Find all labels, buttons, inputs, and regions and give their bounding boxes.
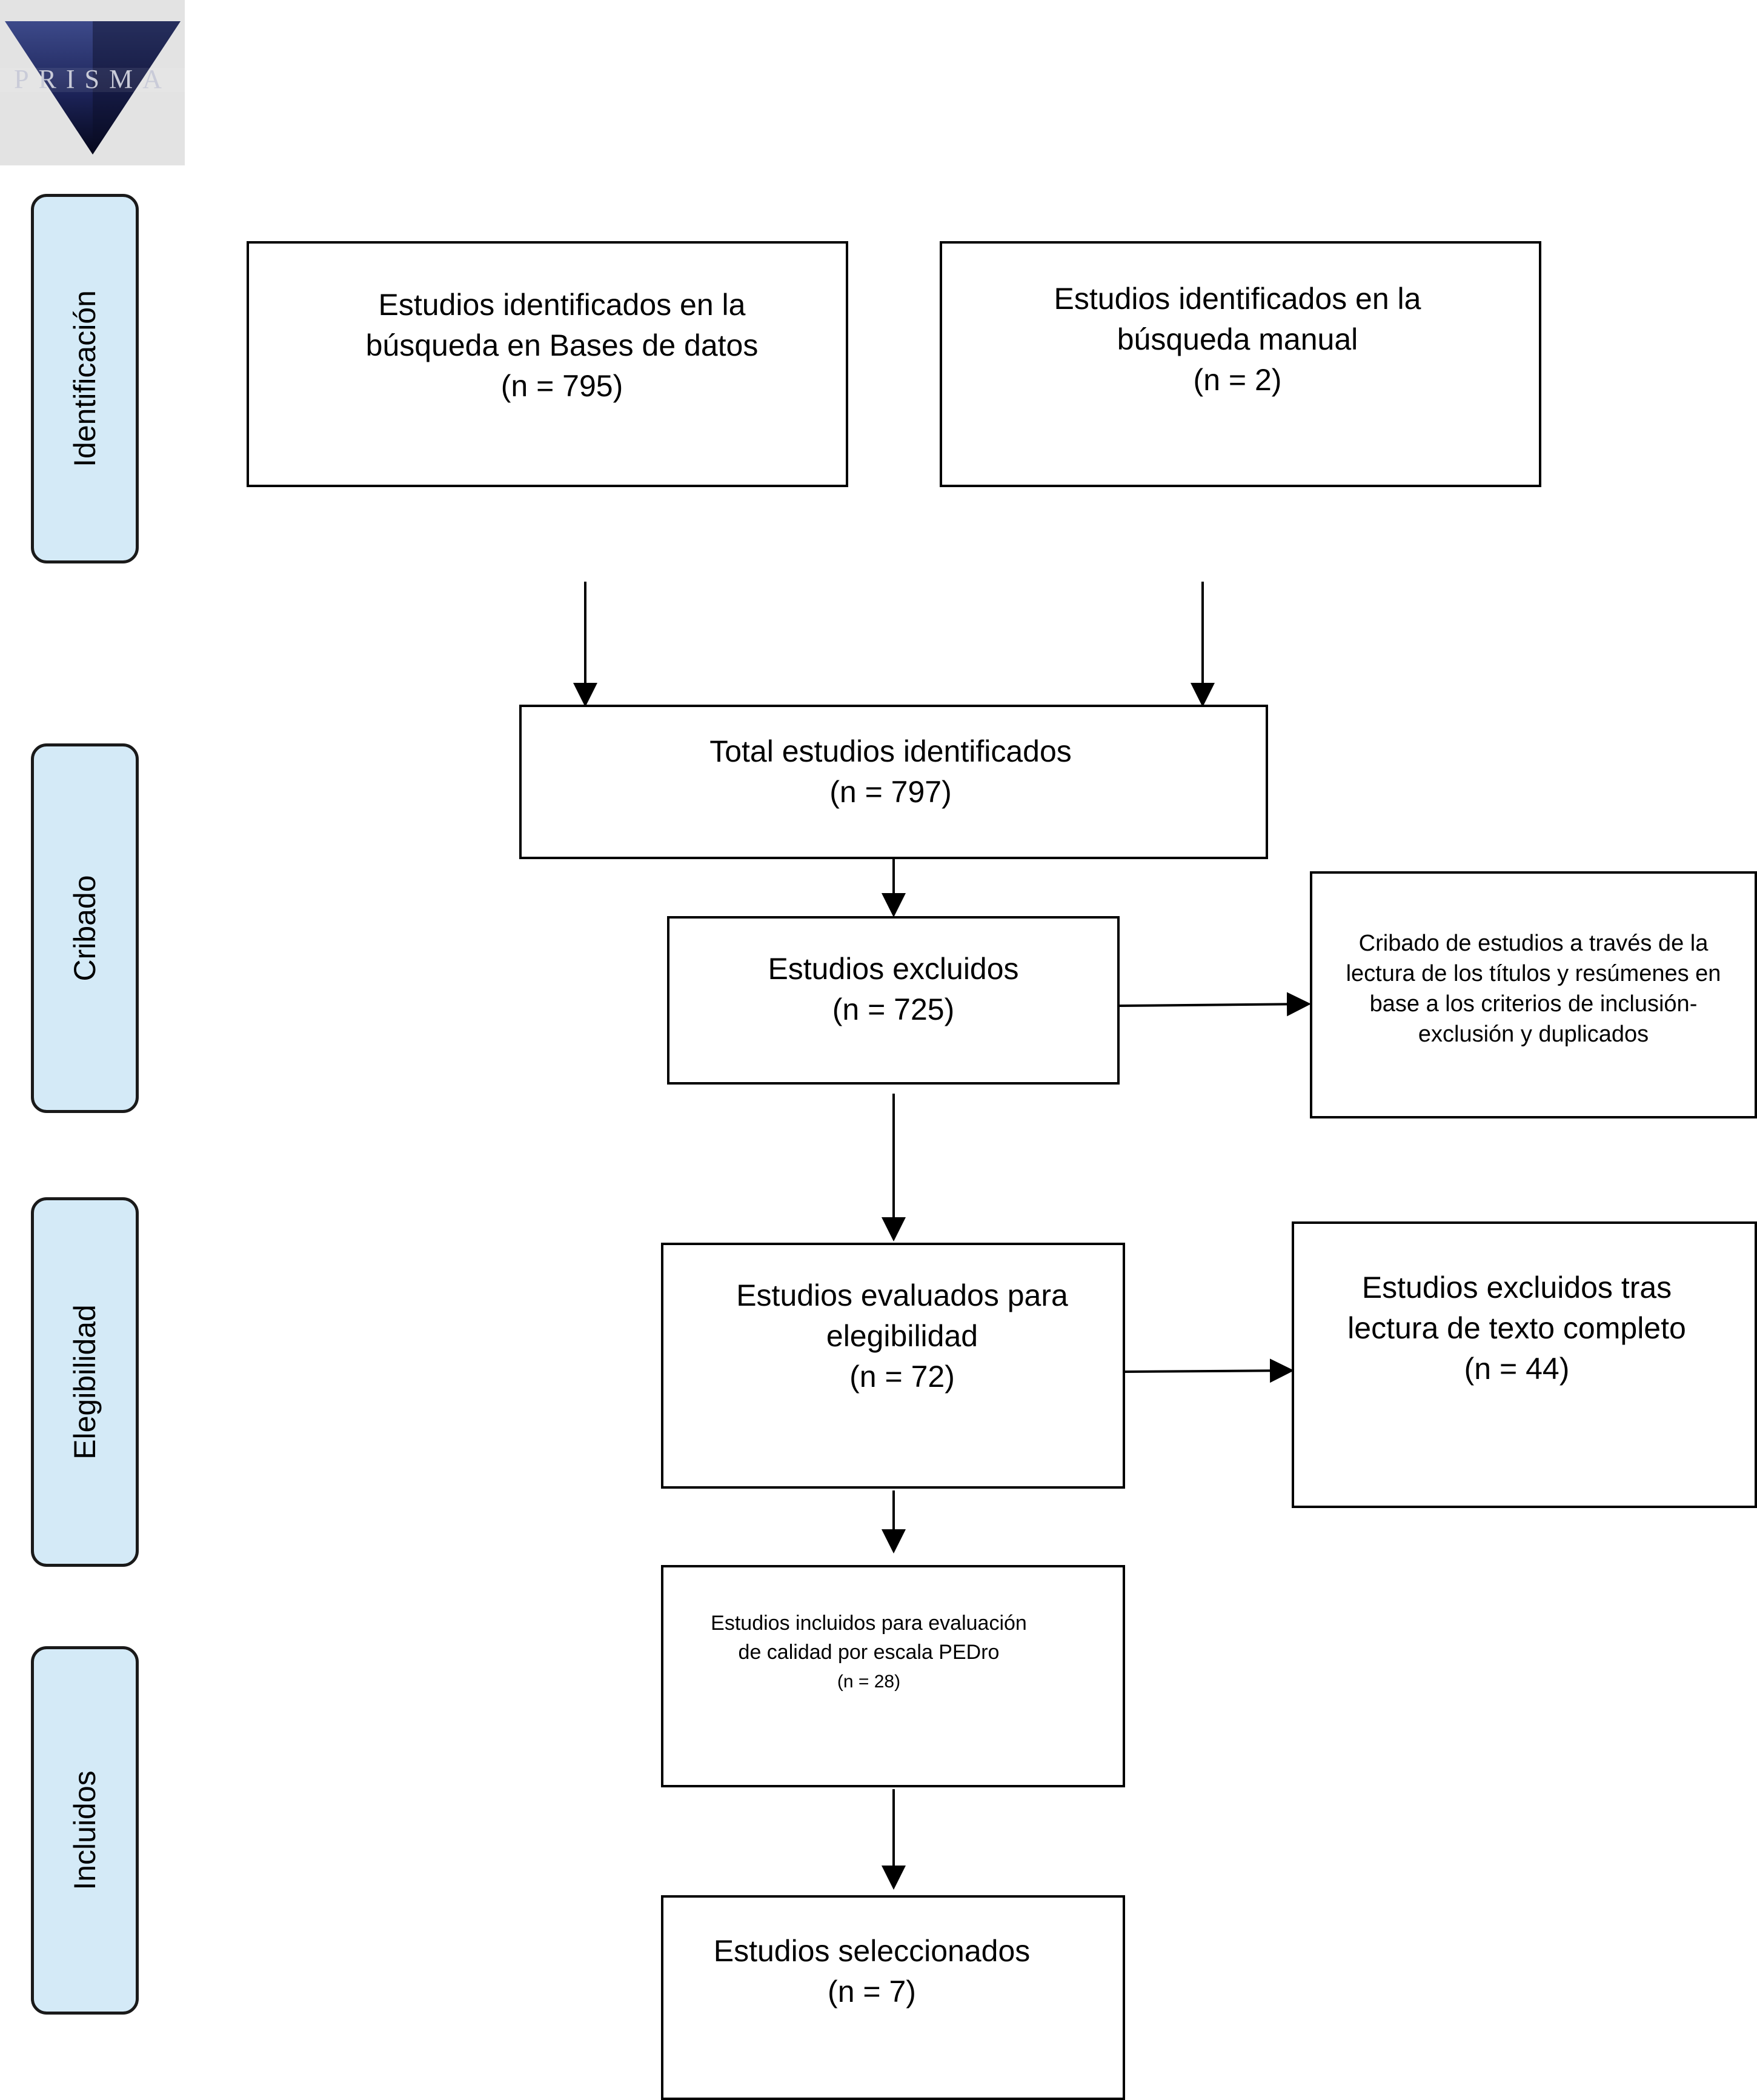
box-count: (n = 797)	[829, 775, 952, 809]
box-text: Estudios seleccionados (n = 7)	[663, 1931, 1123, 2012]
stage-elegibilidad: Elegibilidad	[31, 1197, 139, 1567]
arrow-eligibility-to-fulltext	[1124, 1358, 1294, 1383]
box-text: Estudios identificados en la búsqueda ma…	[942, 279, 1539, 400]
stage-cribado: Cribado	[31, 743, 139, 1113]
box-line: lectura de texto completo	[1347, 1311, 1686, 1345]
box-line: Estudios excluidos	[768, 952, 1019, 986]
prisma-logo-graphic: PRISMA	[0, 0, 185, 165]
box-count: (n = 72)	[849, 1360, 955, 1394]
box-line: Cribado de estudios a través de la	[1358, 931, 1709, 956]
box-database-search: Estudios identificados en la búsqueda en…	[247, 241, 848, 487]
box-text: Estudios incluidos para evaluación de ca…	[663, 1609, 1123, 1697]
box-screening-note: Cribado de estudios a través de la lectu…	[1310, 871, 1757, 1118]
box-fulltext-excluded: Estudios excluidos tras lectura de texto…	[1292, 1221, 1757, 1508]
box-count: (n = 7)	[828, 1975, 916, 2009]
box-count: (n = 795)	[500, 369, 623, 403]
stage-incluidos: Incluidos	[31, 1646, 139, 2015]
box-text: Estudios excluidos (n = 725)	[669, 949, 1117, 1030]
logo-text: PRISMA	[14, 64, 171, 94]
box-text: Estudios evaluados para elegibilidad (n …	[663, 1275, 1123, 1397]
box-line: búsqueda manual	[1117, 322, 1358, 356]
box-count: (n = 44)	[1464, 1352, 1570, 1386]
box-pedro-evaluation: Estudios incluidos para evaluación de ca…	[661, 1565, 1125, 1787]
box-text: Estudios excluidos tras lectura de texto…	[1294, 1268, 1755, 1389]
box-line: Estudios identificados en la	[378, 288, 746, 322]
box-line: Estudios incluidos para evaluación	[711, 1612, 1027, 1635]
box-line: Total estudios identificados	[709, 734, 1072, 768]
box-line: búsqueda en Bases de datos	[365, 328, 759, 362]
box-line: exclusión y duplicados	[1418, 1022, 1649, 1047]
box-text: Total estudios identificados (n = 797)	[522, 731, 1266, 812]
box-excluded: Estudios excluidos (n = 725)	[667, 916, 1120, 1085]
box-eligibility: Estudios evaluados para elegibilidad (n …	[661, 1243, 1125, 1489]
box-line: Estudios seleccionados	[713, 1934, 1031, 1968]
prisma-logo: PRISMA	[0, 0, 185, 165]
box-text: Estudios identificados en la búsqueda en…	[249, 285, 846, 407]
box-manual-search: Estudios identificados en la búsqueda ma…	[940, 241, 1541, 487]
box-line: Estudios identificados en la	[1054, 282, 1421, 316]
box-line: elegibilidad	[826, 1319, 978, 1353]
arrow-excluded-to-note	[1119, 992, 1311, 1017]
box-line: de calidad por escala PEDro	[738, 1641, 1000, 1664]
box-count: (n = 28)	[837, 1672, 901, 1692]
box-line: base a los criterios de inclusión-	[1369, 991, 1698, 1017]
stage-identificacion: Identificación	[31, 194, 139, 563]
box-selected: Estudios seleccionados (n = 7)	[661, 1895, 1125, 2100]
box-total-identified: Total estudios identificados (n = 797)	[519, 705, 1268, 859]
box-count: (n = 725)	[832, 992, 955, 1026]
box-count: (n = 2)	[1193, 363, 1282, 397]
box-text: Cribado de estudios a través de la lectu…	[1312, 928, 1755, 1049]
box-line: Estudios excluidos tras	[1361, 1271, 1672, 1304]
box-line: Estudios evaluados para	[736, 1278, 1068, 1312]
box-line: lectura de los títulos y resúmenes en	[1346, 961, 1721, 986]
